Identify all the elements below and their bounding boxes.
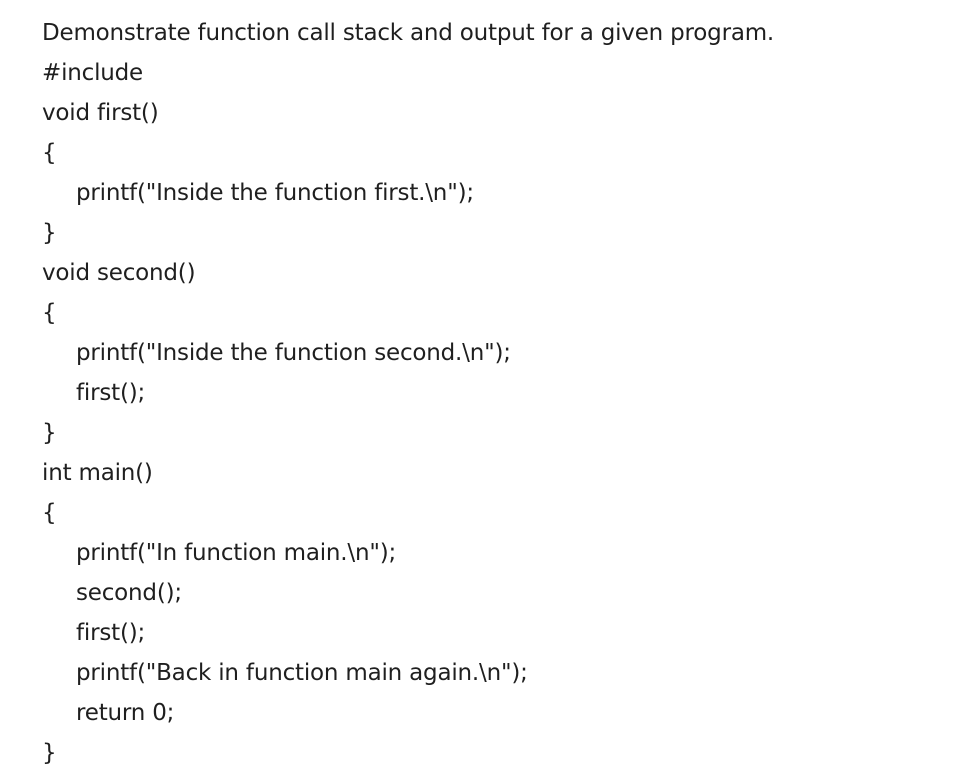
code-line: printf("In function main.\n");	[76, 540, 397, 566]
code-line: printf("Back in function main again.\n")…	[76, 660, 528, 686]
question-text: Demonstrate function call stack and outp…	[42, 20, 775, 46]
code-line: {	[42, 140, 57, 166]
code-line: }	[42, 740, 57, 766]
code-line: void first()	[42, 100, 159, 126]
code-line: }	[42, 420, 57, 446]
document-body: Demonstrate function call stack and outp…	[42, 13, 962, 773]
code-line: first();	[76, 620, 146, 646]
code-line: first();	[76, 380, 146, 406]
code-line: int main()	[42, 460, 153, 486]
code-line: }	[42, 220, 57, 246]
code-line: {	[42, 300, 57, 326]
code-line: second();	[76, 580, 182, 606]
code-line: printf("Inside the function second.\n");	[76, 340, 511, 366]
code-line: {	[42, 500, 57, 526]
code-line: printf("Inside the function first.\n");	[76, 180, 474, 206]
code-line: void second()	[42, 260, 196, 286]
code-line: #include	[42, 60, 144, 86]
code-line: return 0;	[76, 700, 175, 726]
